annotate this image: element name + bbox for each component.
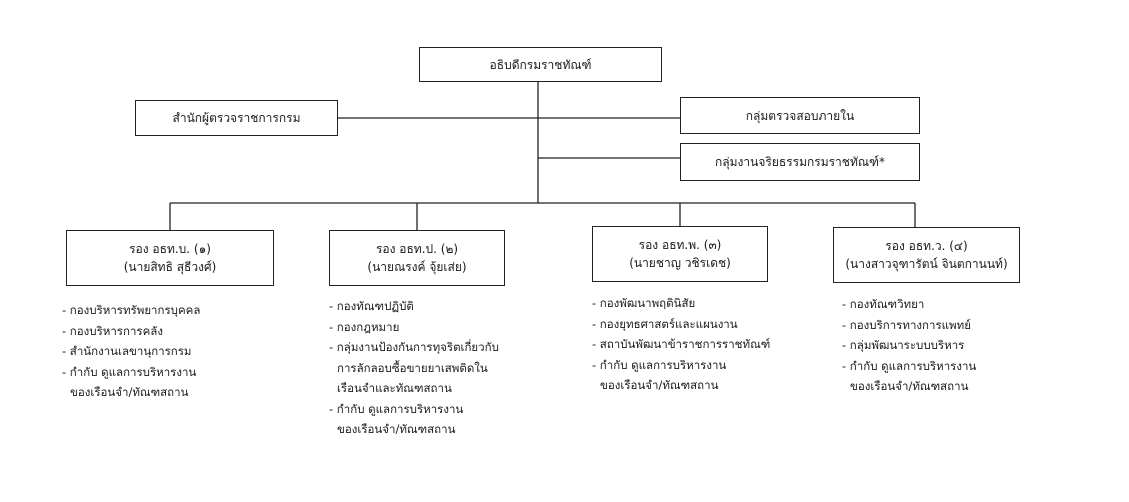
list-item-text: - กองกฎหมาย [329, 319, 400, 334]
list-item-text: - สำนักงานเลขานุการกรม [62, 344, 192, 358]
deputy-name-1: (นายสิทธิ สุธีวงศ์) [123, 260, 217, 274]
list-item: - กำกับ ดูแลการบริหารงานของเรือนจำ/ทัณฑส… [329, 399, 499, 440]
inspector-office-box: สำนักผู้ตรวจราชการกรม [135, 100, 338, 136]
list-item-text: - กองบริหารทรัพยากรบุคคล [62, 303, 201, 317]
list-item: - กลุ่มงานป้องกันการทุจริตเกี่ยวกับการลั… [329, 337, 499, 399]
ethics-group-box: กลุ่มงานจริยธรรมกรมราชทัณฑ์* [680, 143, 920, 181]
list-item: - กองยุทธศาสตร์และแผนงาน [592, 314, 770, 335]
list-item: - กำกับ ดูแลการบริหารงานของเรือนจำ/ทัณฑส… [592, 355, 770, 396]
deputy-title-3: รอง อธท.พ. (๓) [638, 238, 722, 252]
deputy-name-2: (นายณรงค์ จุ้ยเส่ย) [367, 260, 467, 274]
list-item-text: - กลุ่มพัฒนาระบบบริหาร [842, 338, 965, 352]
deputy-name-3: (นายชาญ วชิรเดช) [629, 256, 731, 270]
deputy-list-4: - กองทัณฑวิทยา - กองบริการทางการแพทย์ - กล… [842, 294, 976, 397]
list-item-text: - กองยุทธศาสตร์และแผนงาน [592, 316, 738, 331]
internal-audit-box: กลุ่มตรวจสอบภายใน [680, 97, 920, 134]
list-item-text: - กำกับ ดูแลการบริหารงาน [329, 401, 464, 416]
list-item-continuation: ของเรือนจำ/ทัณฑสถาน [70, 385, 189, 399]
list-item-text: - กำกับ ดูแลการบริหารงาน [62, 364, 197, 379]
list-item-continuation: ของเรือนจำ/ทัณฑสถาน [600, 378, 719, 392]
list-item-continuation: ของเรือนจำ/ทัณฑสถาน [337, 422, 456, 436]
list-item-text: - สถาบันพัฒนาข้าราชการราชทัณฑ์ [592, 337, 771, 351]
deputy-name-4: (นางสาวจุฑารัตน์ จินตกานนท์) [845, 257, 1008, 271]
deputy-box-2: รอง อธท.ป. (๒) (นายณรงค์ จุ้ยเส่ย) [329, 230, 505, 286]
list-item: - กองบริหารการคลัง [62, 321, 200, 342]
inspector-office-label: สำนักผู้ตรวจราชการกรม [172, 111, 301, 125]
list-item: - กองทัณฑวิทยา [842, 294, 976, 315]
deputy-title-4: รอง อธท.ว. (๔) [885, 239, 968, 253]
deputy-box-1: รอง อธท.บ. (๑) (นายสิทธิ สุธีวงศ์) [66, 230, 274, 286]
list-item: - สถาบันพัฒนาข้าราชการราชทัณฑ์ [592, 334, 770, 355]
list-item-text: - กองบริหารการคลัง [62, 323, 163, 338]
list-item-text: - กำกับ ดูแลการบริหารงาน [842, 358, 977, 373]
list-item: - กำกับ ดูแลการบริหารงานของเรือนจำ/ทัณฑส… [62, 362, 200, 403]
list-item-text: - กองบริการทางการแพทย์ [842, 317, 971, 332]
deputy-list-1: - กองบริหารทรัพยากรบุคคล - กองบริหารการคล… [62, 300, 200, 403]
deputy-title-2: รอง อธท.ป. (๒) [375, 242, 459, 256]
director-box: อธิบดีกรมราชทัณฑ์ [419, 47, 662, 82]
list-item-continuation: เรือนจำและทัณฑสถาน [337, 381, 452, 395]
ethics-group-label: กลุ่มงานจริยธรรมกรมราชทัณฑ์* [715, 155, 885, 169]
list-item: - กองกฎหมาย [329, 317, 499, 338]
deputy-box-4: รอง อธท.ว. (๔) (นางสาวจุฑารัตน์ จินตกานน… [833, 227, 1020, 283]
list-item-text: - กำกับ ดูแลการบริหารงาน [592, 357, 727, 372]
list-item: - กองพัฒนาพฤตินิสัย [592, 293, 770, 314]
list-item: - สำนักงานเลขานุการกรม [62, 341, 200, 362]
list-item: - กองบริการทางการแพทย์ [842, 315, 976, 336]
list-item: - กำกับ ดูแลการบริหารงานของเรือนจำ/ทัณฑส… [842, 356, 976, 397]
list-item-text: - กองพัฒนาพฤตินิสัย [592, 296, 696, 310]
list-item-text: - กองทัณฑวิทยา [842, 297, 925, 311]
deputy-list-2: - กองทัณฑปฏิบัติ - กองกฎหมาย - กลุ่มงานป้อ… [329, 296, 499, 440]
deputy-box-3: รอง อธท.พ. (๓) (นายชาญ วชิรเดช) [592, 226, 768, 282]
internal-audit-label: กลุ่มตรวจสอบภายใน [745, 108, 855, 123]
director-label: อธิบดีกรมราชทัณฑ์ [489, 57, 592, 72]
list-item-text: - กองทัณฑปฏิบัติ [329, 299, 414, 313]
list-item-continuation: ของเรือนจำ/ทัณฑสถาน [850, 379, 969, 393]
list-item: - กลุ่มพัฒนาระบบบริหาร [842, 335, 976, 356]
list-item-continuation: การลักลอบซื้อขายยาเสพติดใน [337, 360, 488, 375]
deputy-title-1: รอง อธท.บ. (๑) [129, 242, 211, 256]
list-item: - กองบริหารทรัพยากรบุคคล [62, 300, 200, 321]
deputy-list-3: - กองพัฒนาพฤตินิสัย - กองยุทธศาสตร์และแผน… [592, 293, 770, 396]
list-item-text: - กลุ่มงานป้องกันการทุจริตเกี่ยวกับ [329, 340, 499, 354]
list-item: - กองทัณฑปฏิบัติ [329, 296, 499, 317]
